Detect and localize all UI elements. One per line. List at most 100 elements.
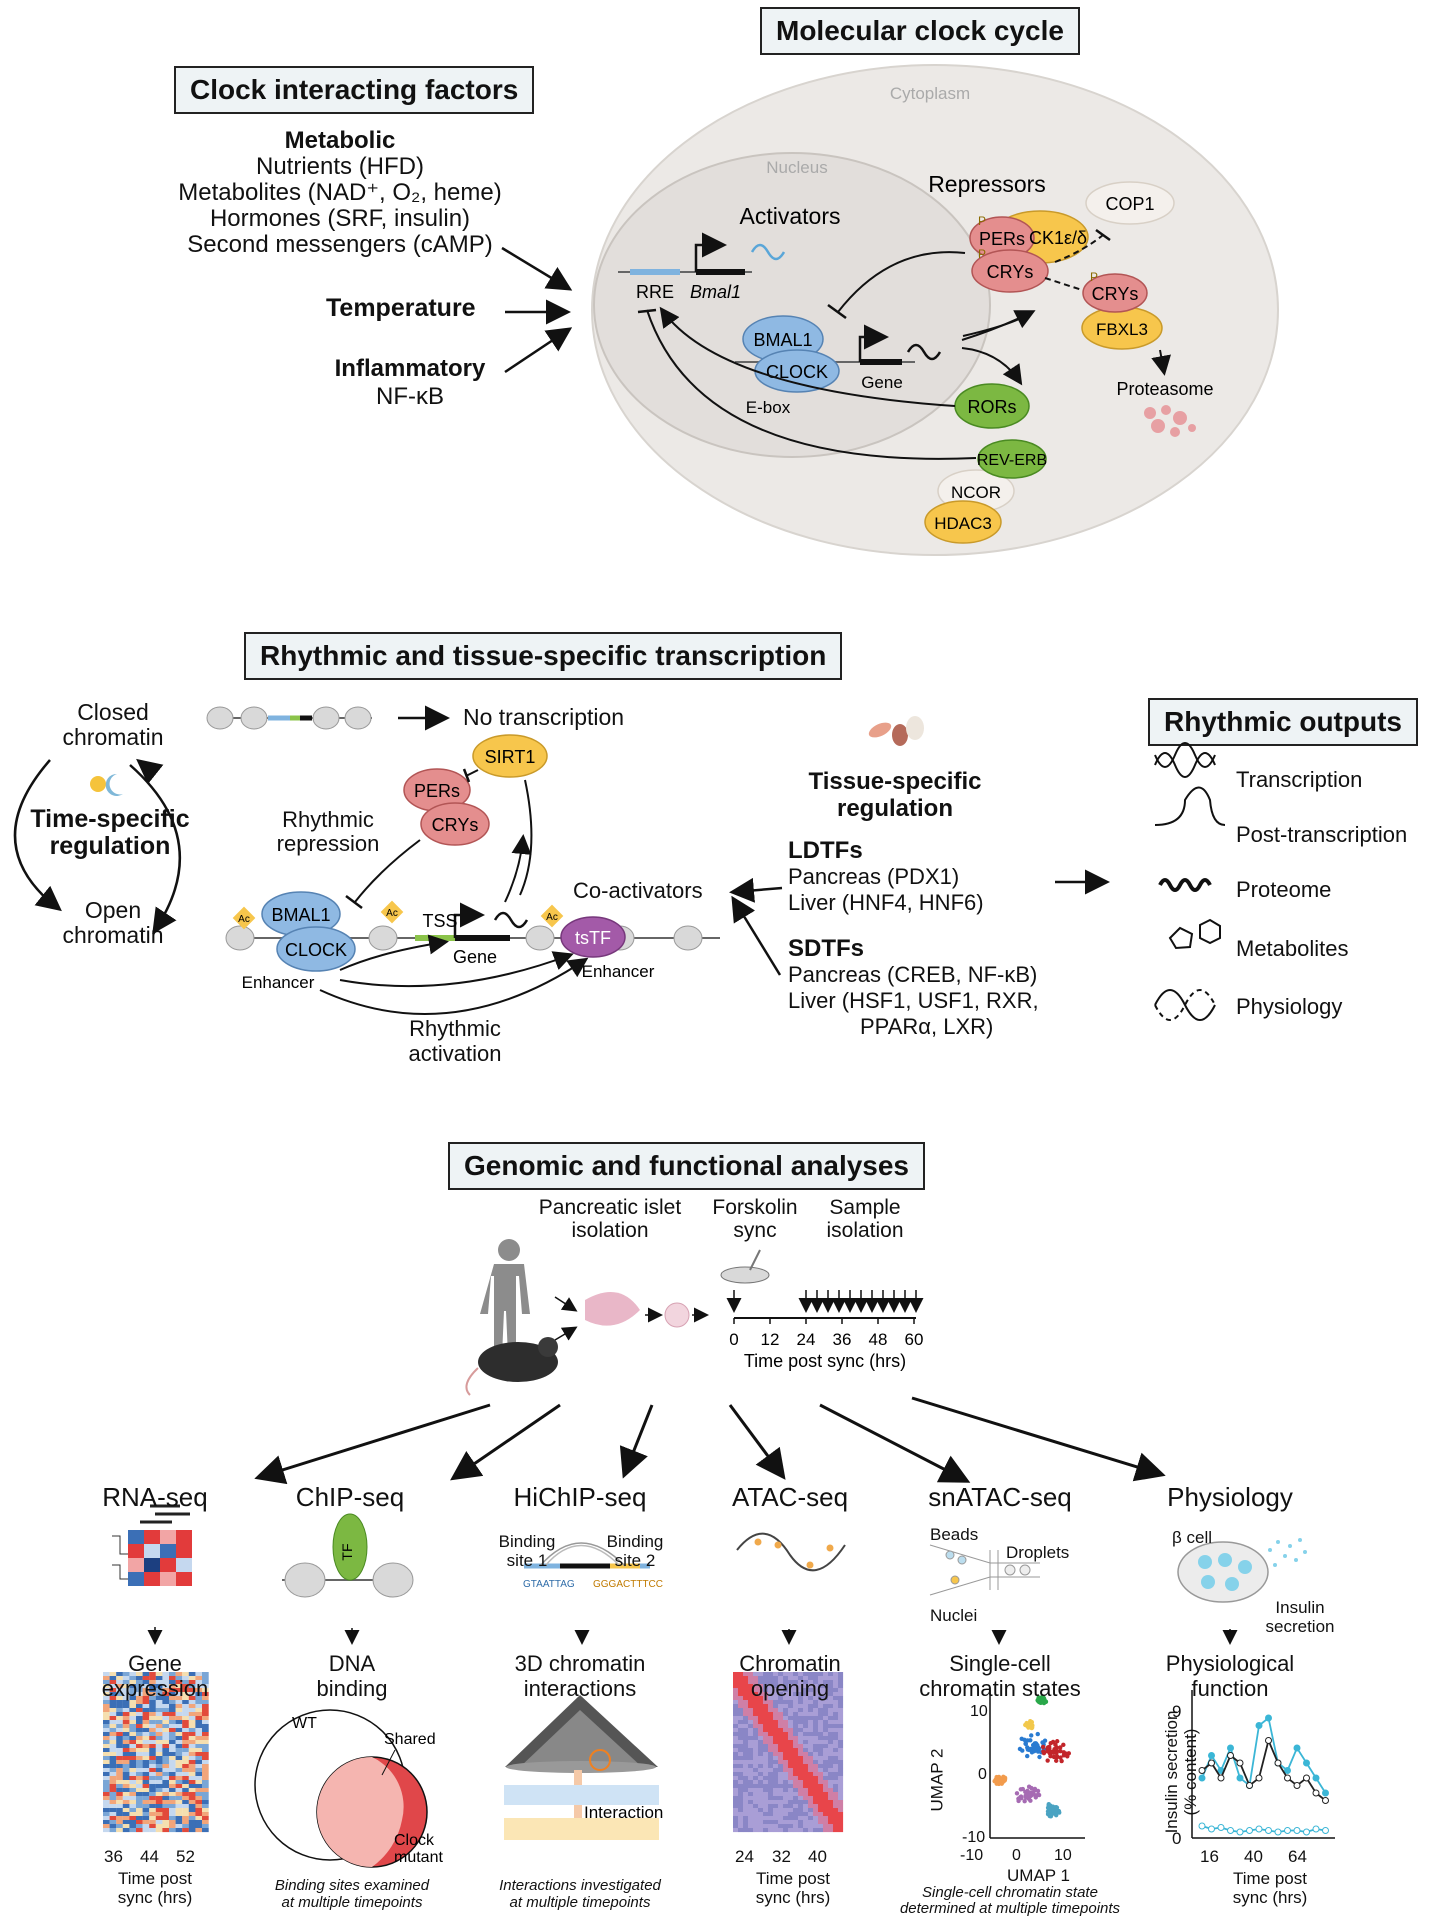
- result-line: Gene: [128, 1651, 182, 1676]
- heatmap-cell: [109, 1772, 117, 1777]
- heatmap-cell: [182, 1680, 189, 1685]
- heatmap-cell: [182, 1784, 189, 1789]
- heatmap-cell: [833, 1792, 839, 1797]
- heatmap-cell: [813, 1728, 819, 1733]
- heatmap-cell: [195, 1748, 203, 1753]
- heatmap-cell: [136, 1752, 143, 1757]
- clock-protein-2: [276, 926, 356, 972]
- heatmap-cell: [738, 1816, 744, 1821]
- heatmap-cell: [793, 1820, 799, 1825]
- dish-icon: [720, 1266, 770, 1284]
- heatmap-cell: [758, 1728, 764, 1733]
- heatmap-cell: [793, 1684, 799, 1689]
- umap-ytick: 0: [978, 1766, 987, 1783]
- heatmap-cell: [162, 1768, 170, 1773]
- heatmap-cell: [758, 1752, 764, 1757]
- heatmap-cell: [828, 1780, 834, 1785]
- tissue-icon: [868, 716, 924, 746]
- heatmap-cell: [182, 1820, 189, 1825]
- heatmap-cell: [783, 1776, 789, 1781]
- heatmap-cell: [182, 1752, 189, 1757]
- output-proteome: Proteome: [1236, 877, 1332, 902]
- heatmap-cell: [155, 1736, 163, 1741]
- heatmap-cell: [828, 1688, 834, 1693]
- heatmap-cell: [788, 1816, 794, 1821]
- insulin-dots: [1268, 1538, 1307, 1567]
- heatmap-cell: [162, 1780, 170, 1785]
- heatmap-cell: [798, 1704, 804, 1709]
- islet-icon: [664, 1302, 690, 1328]
- heatmap-cell: [828, 1764, 834, 1769]
- output-post-transcription: Post-transcription: [1236, 822, 1408, 847]
- droplets-label: Droplets: [1006, 1543, 1070, 1562]
- heatmap-cell: [803, 1776, 809, 1781]
- heatmap-cell: [175, 1700, 183, 1705]
- heatmap-cell: [169, 1740, 176, 1745]
- umap-point: [1028, 1798, 1033, 1803]
- heatmap-cell: [142, 1684, 150, 1689]
- insulin-point: [1227, 1827, 1234, 1834]
- heatmap-cell: [162, 1744, 170, 1749]
- heatmap-cell: [823, 1764, 829, 1769]
- cop1-bar: [1095, 228, 1111, 242]
- heatmap-cell: [195, 1788, 203, 1793]
- heatmap-cell: [149, 1752, 156, 1757]
- heatmap-cell: [803, 1708, 809, 1713]
- heatmap-cell: [778, 1696, 784, 1701]
- heatmap-cell: [149, 1744, 156, 1749]
- heatmap-cell: [142, 1740, 150, 1745]
- heatmap-cell: [783, 1720, 789, 1725]
- heatmap-cell: [753, 1768, 759, 1773]
- heatmap-cell: [149, 1708, 156, 1713]
- cop1-protein: [1085, 181, 1175, 225]
- tss-label: TSS: [422, 911, 457, 931]
- heatmap-cell: [136, 1692, 143, 1697]
- islet-line: Pancreatic islet: [538, 1196, 682, 1219]
- heatmap-cell: [758, 1760, 764, 1765]
- heatmap-cell: [195, 1708, 203, 1713]
- proteasome-arrow: [1151, 349, 1171, 376]
- timeline-tick-label: 24: [797, 1330, 816, 1349]
- heatmap-cell: [833, 1716, 839, 1721]
- heatmap-cell: [743, 1716, 749, 1721]
- heatmap-cell: [129, 1820, 137, 1825]
- heatmap-cell: [773, 1784, 779, 1789]
- heatmap-cell: [818, 1756, 824, 1761]
- heatmap-cell: [116, 1752, 123, 1757]
- insulin-point: [1217, 1824, 1225, 1831]
- heatmap-cell: [743, 1808, 749, 1813]
- heatmap-cell: [833, 1764, 839, 1769]
- heatmap-cell: [155, 1708, 163, 1713]
- umap-ylabel: UMAP 2: [927, 1748, 947, 1812]
- heatmap-cell: [122, 1708, 130, 1713]
- heatmap-cell: [783, 1764, 789, 1769]
- heatmap-cell: [188, 1776, 196, 1781]
- heatmap-cell: [116, 1724, 123, 1729]
- heatmap-cell: [129, 1788, 137, 1793]
- heatmap-cell: [763, 1764, 769, 1769]
- heatmap-cell: [758, 1696, 764, 1701]
- heatmap-cell: [748, 1688, 754, 1693]
- heatmap-cell: [748, 1736, 754, 1741]
- heatmap-cell: [788, 1800, 794, 1805]
- enhancer-label: Enhancer: [242, 973, 315, 992]
- heatmap-cell: [149, 1788, 156, 1793]
- heatmap-cell: [136, 1820, 143, 1825]
- heatmap-cell: [103, 1672, 110, 1677]
- heatmap-cell: [175, 1772, 183, 1777]
- heatmap-cell: [773, 1756, 779, 1761]
- heatmap-cell: [116, 1688, 123, 1693]
- assay-arrows: [254, 1396, 1166, 1485]
- heatmap-cell: [788, 1680, 794, 1685]
- heatmap-cell: [169, 1684, 176, 1689]
- heatmap-cell: [738, 1740, 744, 1745]
- heatmap-cell: [103, 1704, 110, 1709]
- heatmap-cell: [169, 1692, 176, 1697]
- heatmap-cell: [175, 1740, 183, 1745]
- heatmap-cell: [813, 1792, 819, 1797]
- reverb-protein: [977, 439, 1047, 479]
- umap-point: [1032, 1741, 1037, 1746]
- heatmap-cell: [202, 1712, 209, 1717]
- umap-point: [1045, 1758, 1050, 1763]
